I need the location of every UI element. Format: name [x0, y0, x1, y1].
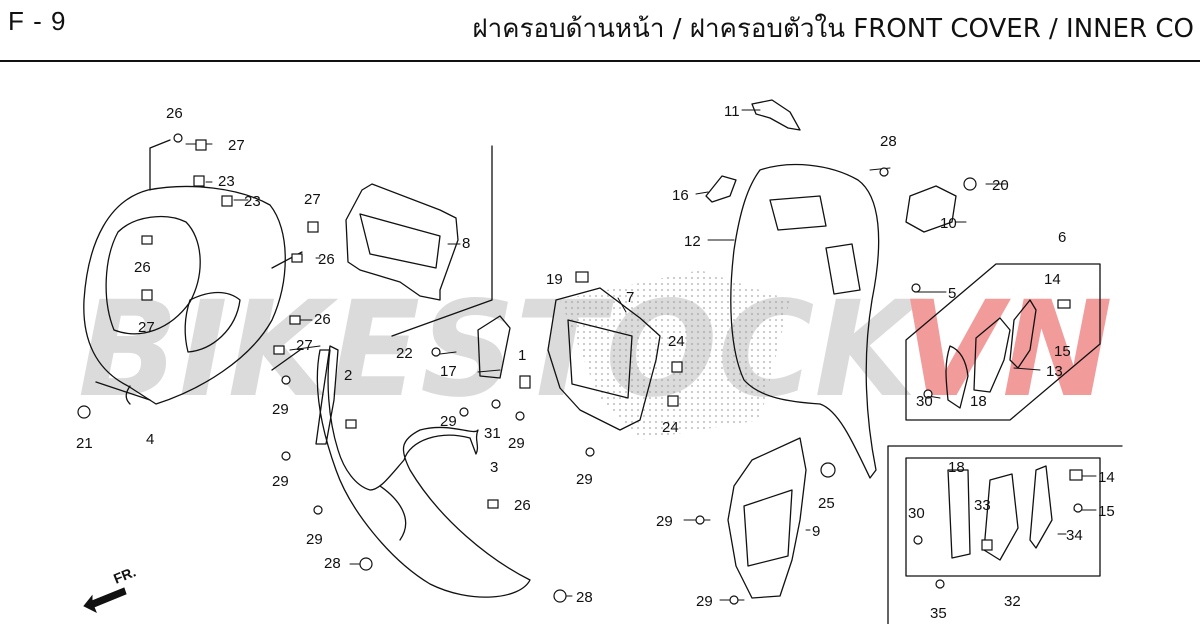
direction-marker: FR.	[83, 563, 138, 614]
part-inner-cover-12	[730, 163, 880, 479]
part-label: 26	[166, 105, 183, 122]
part-label: 29	[272, 473, 289, 490]
part-label: 29	[696, 593, 713, 610]
part-label: 28	[576, 589, 593, 606]
part-label: 13	[1046, 363, 1063, 380]
part-label: 30	[916, 393, 933, 410]
part-label: 29	[508, 435, 525, 452]
direction-arrow-icon	[83, 587, 127, 614]
part-label: 15	[1054, 343, 1071, 360]
part-label: 18	[948, 459, 965, 476]
part-label: 23	[244, 193, 261, 210]
page-code: F - 9	[8, 6, 67, 36]
part-label: 8	[462, 235, 470, 252]
assembly-box-6	[905, 263, 1101, 421]
part-label: 27	[304, 191, 321, 208]
part-box-10	[905, 185, 957, 233]
part-lower-cover-9	[727, 437, 807, 599]
part-label: 12	[684, 233, 701, 250]
part-label: 29	[440, 413, 457, 430]
part-label: 29	[656, 513, 673, 530]
part-label: 9	[812, 523, 820, 540]
page-header: F - 9 ฝาครอบด้านหน้า / ฝาครอบตัวใน FRONT…	[0, 0, 1200, 62]
dot-field	[560, 270, 790, 440]
page-title: ฝาครอบด้านหน้า / ฝาครอบตัวใน FRONT COVER…	[472, 14, 1194, 44]
header-rule	[0, 60, 1200, 62]
watermark-main: BIKESTOCK	[78, 273, 925, 427]
part-label: 23	[218, 173, 235, 190]
part-label: 14	[1098, 469, 1115, 486]
divider-line	[391, 145, 493, 337]
part-label: 32	[1004, 593, 1021, 610]
part-labels: 26 27 23 23 26 27 26 27 26 27 21 4 2 29 …	[76, 103, 1115, 622]
part-label: 35	[930, 605, 947, 622]
part-label: 17	[440, 363, 457, 380]
part-bracket-7	[477, 287, 661, 431]
part-label: 15	[1098, 503, 1115, 520]
part-front-cover	[83, 185, 286, 405]
part-label: 19	[546, 271, 563, 288]
part-inner-panel-8	[345, 183, 459, 301]
part-label: 31	[484, 425, 501, 442]
assembly-box-32	[887, 445, 1123, 624]
part-label: 25	[818, 495, 835, 512]
part-label: 11	[724, 103, 740, 120]
part-label: 7	[626, 289, 634, 306]
part-label: 29	[306, 531, 323, 548]
part-label: 14	[1044, 271, 1061, 288]
part-label: 1	[518, 347, 526, 364]
part-label: 26	[134, 259, 151, 276]
direction-label: FR.	[111, 563, 138, 586]
part-label: 26	[318, 251, 335, 268]
fasteners	[77, 133, 1083, 605]
part-label: 3	[490, 459, 498, 476]
part-lower-inner-cover-3	[316, 349, 531, 598]
part-label: 22	[396, 345, 413, 362]
part-label: 29	[576, 471, 593, 488]
part-label: 26	[514, 497, 531, 514]
part-label: 29	[272, 401, 289, 418]
part-label: 34	[1066, 527, 1083, 544]
part-label: 10	[940, 215, 957, 232]
part-label: 28	[324, 555, 341, 572]
part-label: 28	[880, 133, 897, 150]
part-label: 27	[228, 137, 245, 154]
part-label: 33	[974, 497, 991, 514]
part-piece-16	[705, 175, 737, 203]
part-label: 21	[76, 435, 93, 452]
part-label: 18	[970, 393, 987, 410]
part-label: 4	[146, 431, 154, 448]
part-label: 24	[662, 419, 679, 436]
part-label: 27	[138, 319, 155, 336]
part-label: 2	[344, 367, 352, 384]
part-label: 16	[672, 187, 689, 204]
part-label: 5	[948, 285, 956, 302]
part-label: 30	[908, 505, 925, 522]
part-label: 24	[668, 333, 685, 350]
part-piece-11	[751, 99, 801, 131]
part-label: 20	[992, 177, 1009, 194]
part-label: 26	[314, 311, 331, 328]
part-bracket-2	[315, 345, 339, 445]
part-label: 6	[1058, 229, 1066, 246]
part-label: 27	[296, 337, 313, 354]
